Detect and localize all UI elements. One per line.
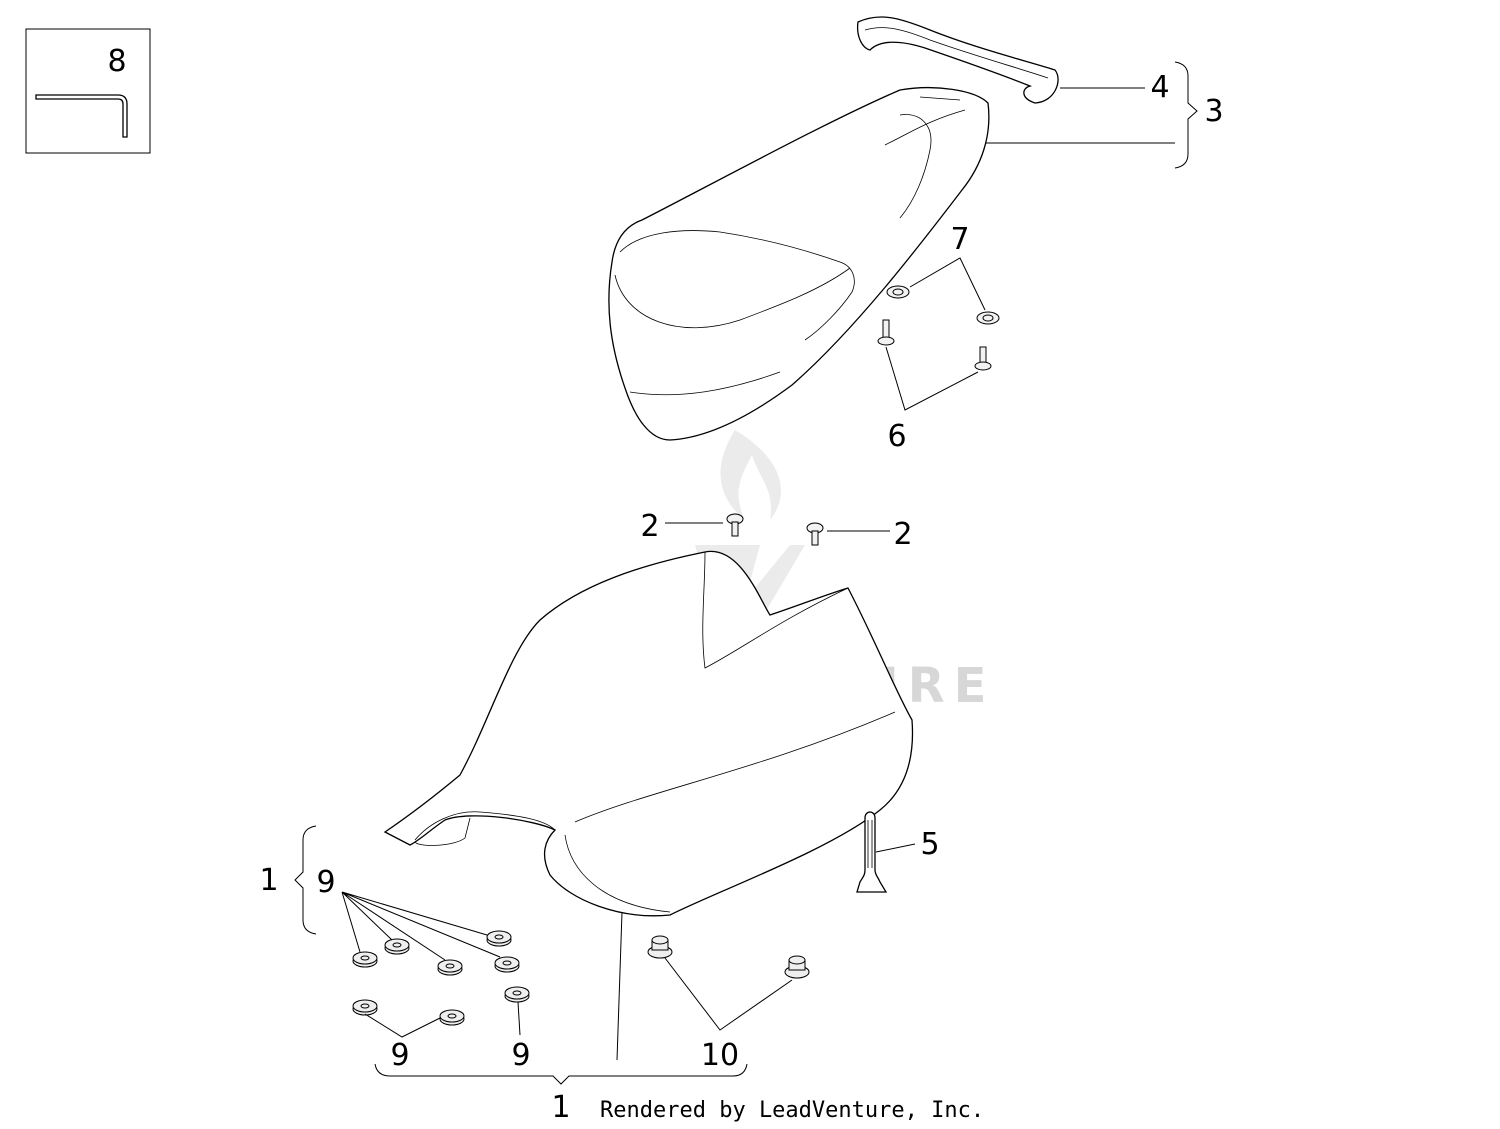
main-seat — [383, 550, 914, 1061]
screws-2: 2 2 — [640, 509, 912, 552]
main-seat-drawing — [383, 550, 914, 917]
grab-handle: 4 — [856, 16, 1170, 105]
screws-6: 6 — [877, 319, 992, 454]
callout-8: 8 — [107, 44, 126, 79]
rear-seat-cover-drawing — [608, 87, 990, 441]
grab-handle-drawing — [856, 16, 1059, 104]
rear-seat-cover — [608, 87, 1175, 441]
callout-1-left: 1 — [259, 863, 278, 898]
callout-3: 3 — [1204, 94, 1223, 129]
locks-10: 10 — [647, 935, 810, 1073]
callout-9-bottom-b: 9 — [511, 1038, 530, 1073]
callout-10: 10 — [701, 1038, 739, 1073]
hex-key-drawing — [35, 94, 128, 138]
bracket-1-left: 1 9 — [259, 825, 336, 935]
callout-9-bottom-a: 9 — [390, 1038, 409, 1073]
callout-6: 6 — [887, 419, 906, 454]
footer-credit: Rendered by LeadVenture, Inc. — [600, 1098, 984, 1123]
bracket-1-bottom: 1 — [374, 1063, 748, 1125]
callout-7: 7 — [950, 222, 969, 257]
callout-9-left: 9 — [316, 865, 335, 900]
seat-tab-5: 5 — [856, 811, 940, 893]
hex-key-inset: 8 — [25, 28, 151, 154]
clips-7: 7 — [886, 222, 1000, 325]
bracket-3: 3 — [1174, 61, 1224, 169]
callout-2-right: 2 — [893, 517, 912, 552]
callout-5: 5 — [920, 827, 939, 862]
callout-2-left: 2 — [640, 509, 659, 544]
callout-4: 4 — [1150, 70, 1169, 105]
callout-1-bottom: 1 — [551, 1090, 570, 1125]
washers-9: 9 9 — [341, 891, 531, 1073]
